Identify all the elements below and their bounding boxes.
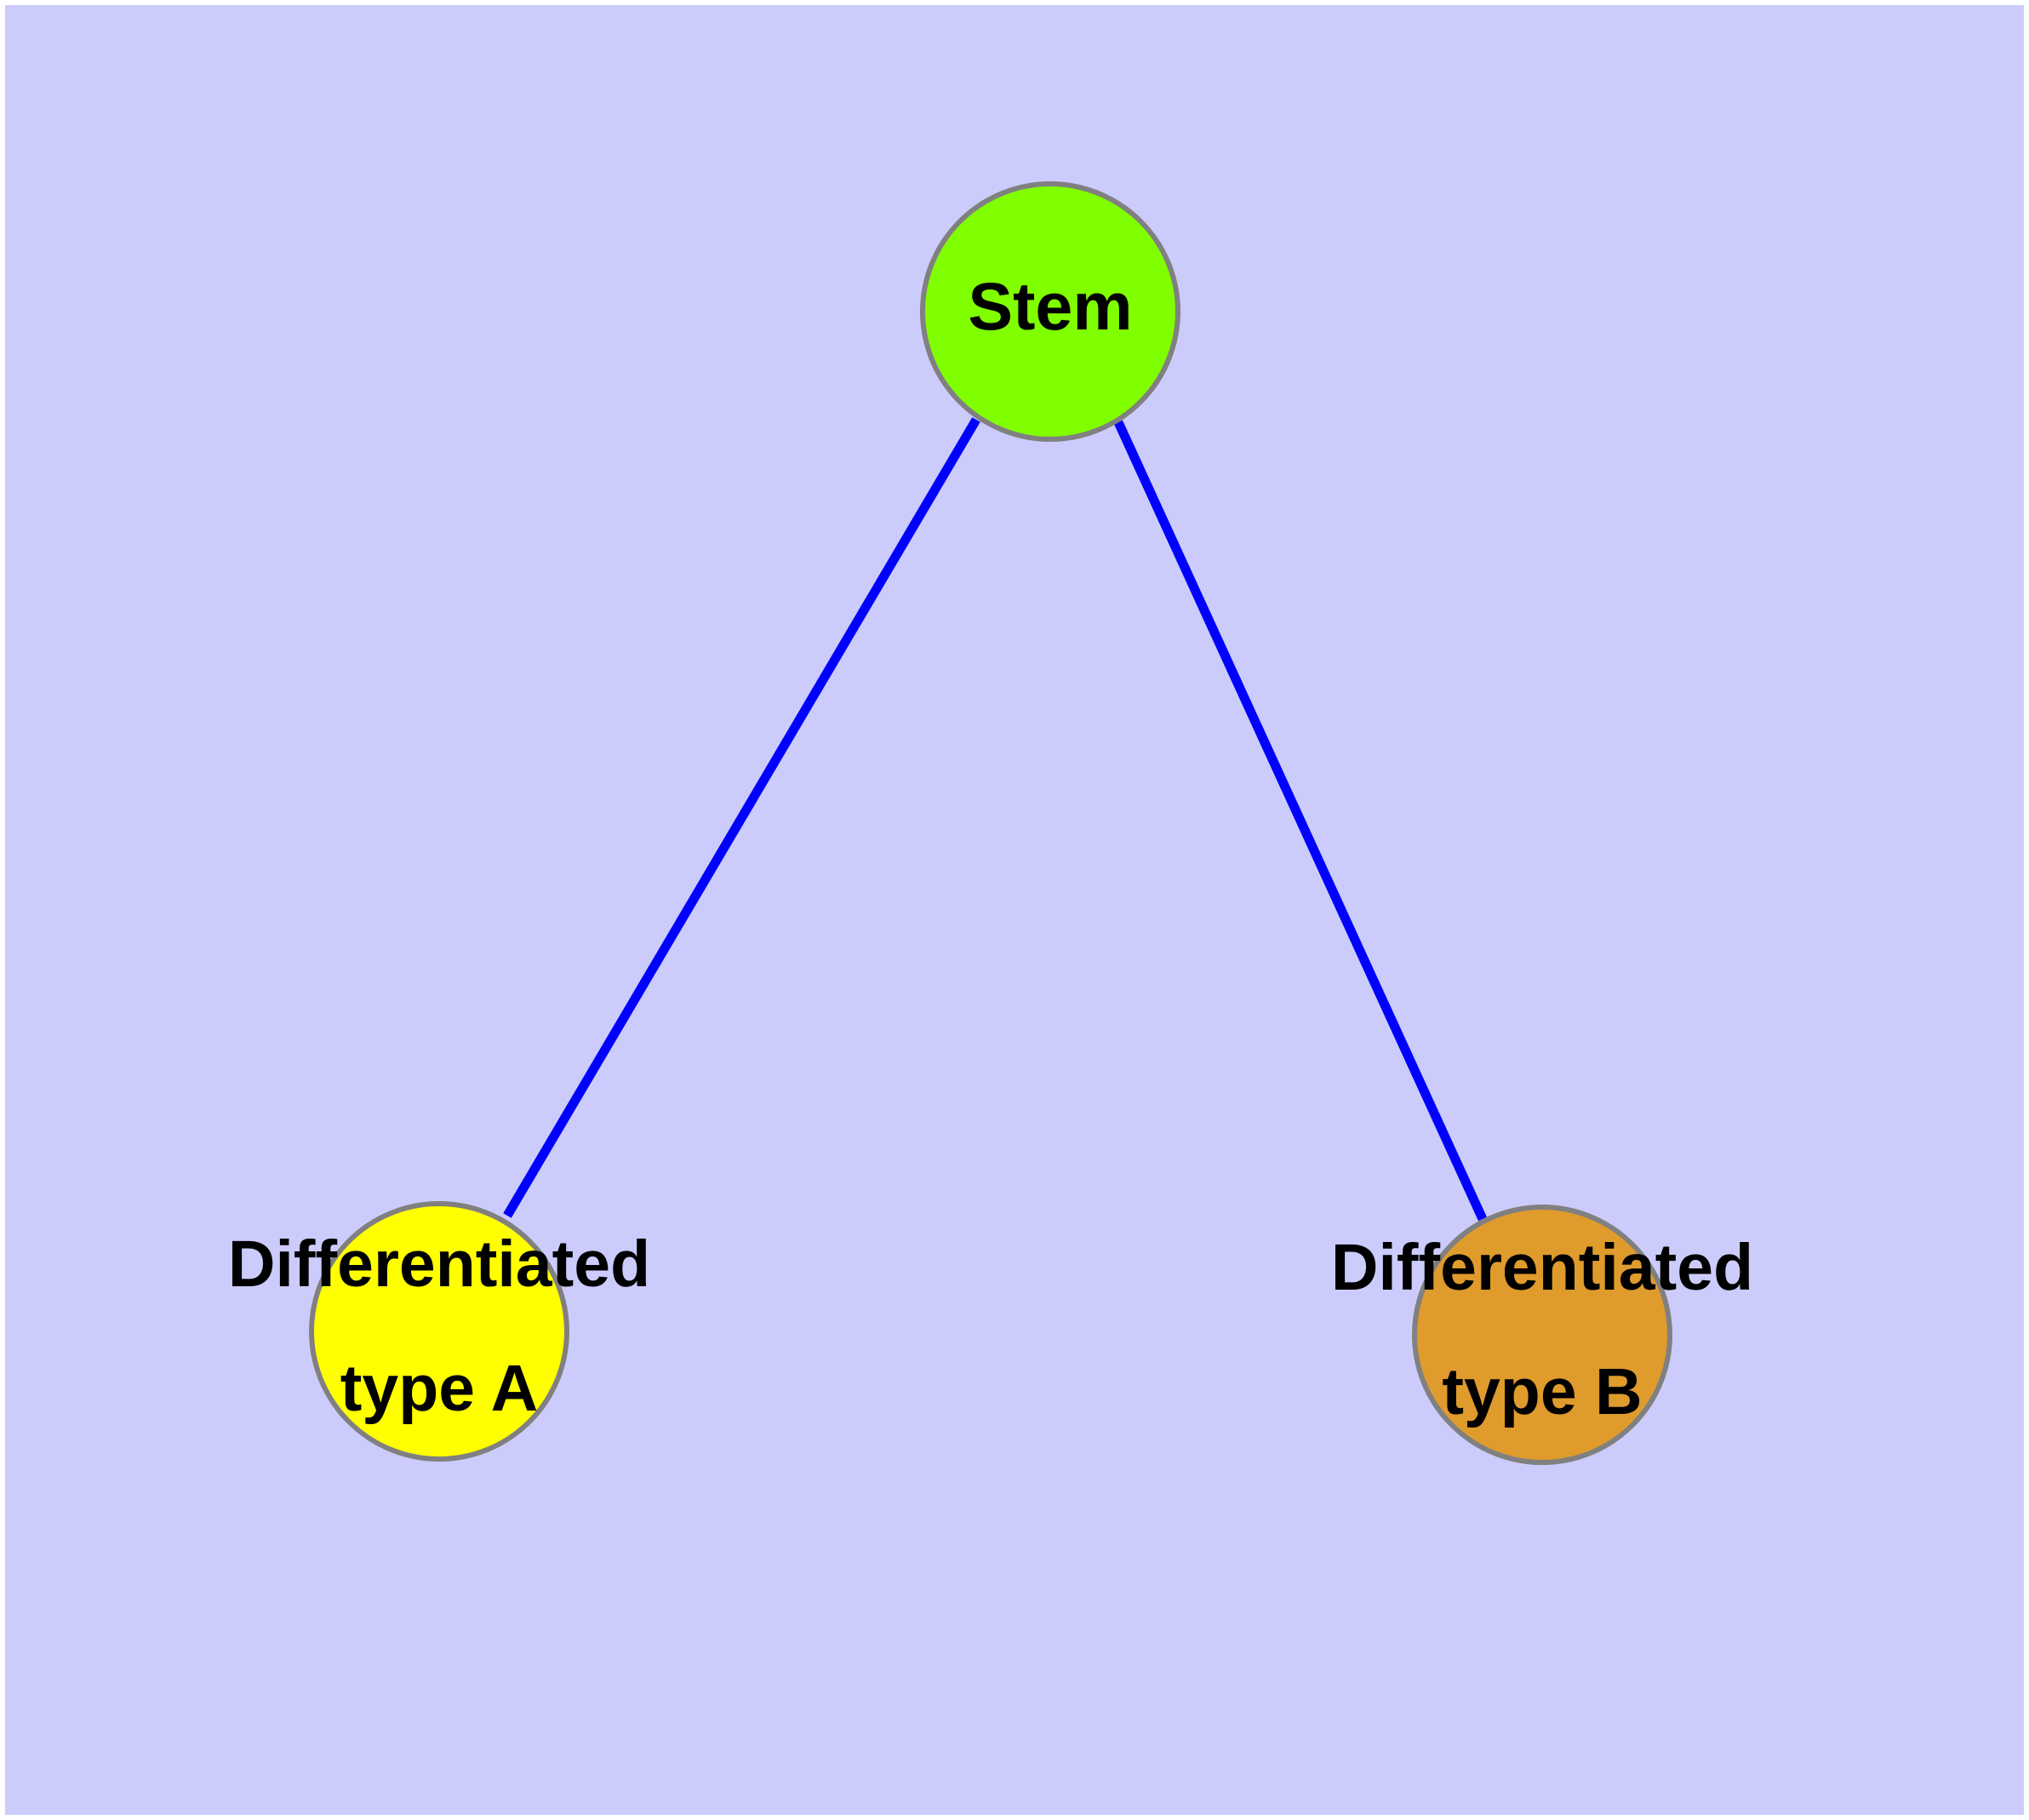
- node-label-line: Differentiated: [1331, 1231, 1753, 1304]
- edge-stem-to-diff-b: [1113, 420, 1488, 1222]
- node-label-stem: Stem: [968, 268, 1132, 344]
- node-diff-b[interactable]: Differentiated type B: [1331, 1205, 1753, 1465]
- node-label-line: Differentiated: [228, 1228, 650, 1301]
- node-label-line: type A: [340, 1352, 538, 1425]
- node-stem[interactable]: Stem: [920, 181, 1180, 442]
- node-label-diff-b: Differentiated type B: [1331, 1231, 1753, 1428]
- edge-stem-to-diff-a: [503, 417, 980, 1218]
- node-circle-diff-a[interactable]: [309, 1201, 569, 1462]
- node-label-line: type B: [1442, 1355, 1642, 1428]
- node-label-diff-a: Differentiated type A: [228, 1228, 650, 1425]
- edges-layer: [503, 417, 1488, 1222]
- node-circle-diff-b[interactable]: [1412, 1205, 1672, 1465]
- node-circle-stem[interactable]: [920, 181, 1180, 442]
- node-diff-a[interactable]: Differentiated type A: [228, 1201, 650, 1462]
- node-label-line: Stem: [968, 268, 1132, 344]
